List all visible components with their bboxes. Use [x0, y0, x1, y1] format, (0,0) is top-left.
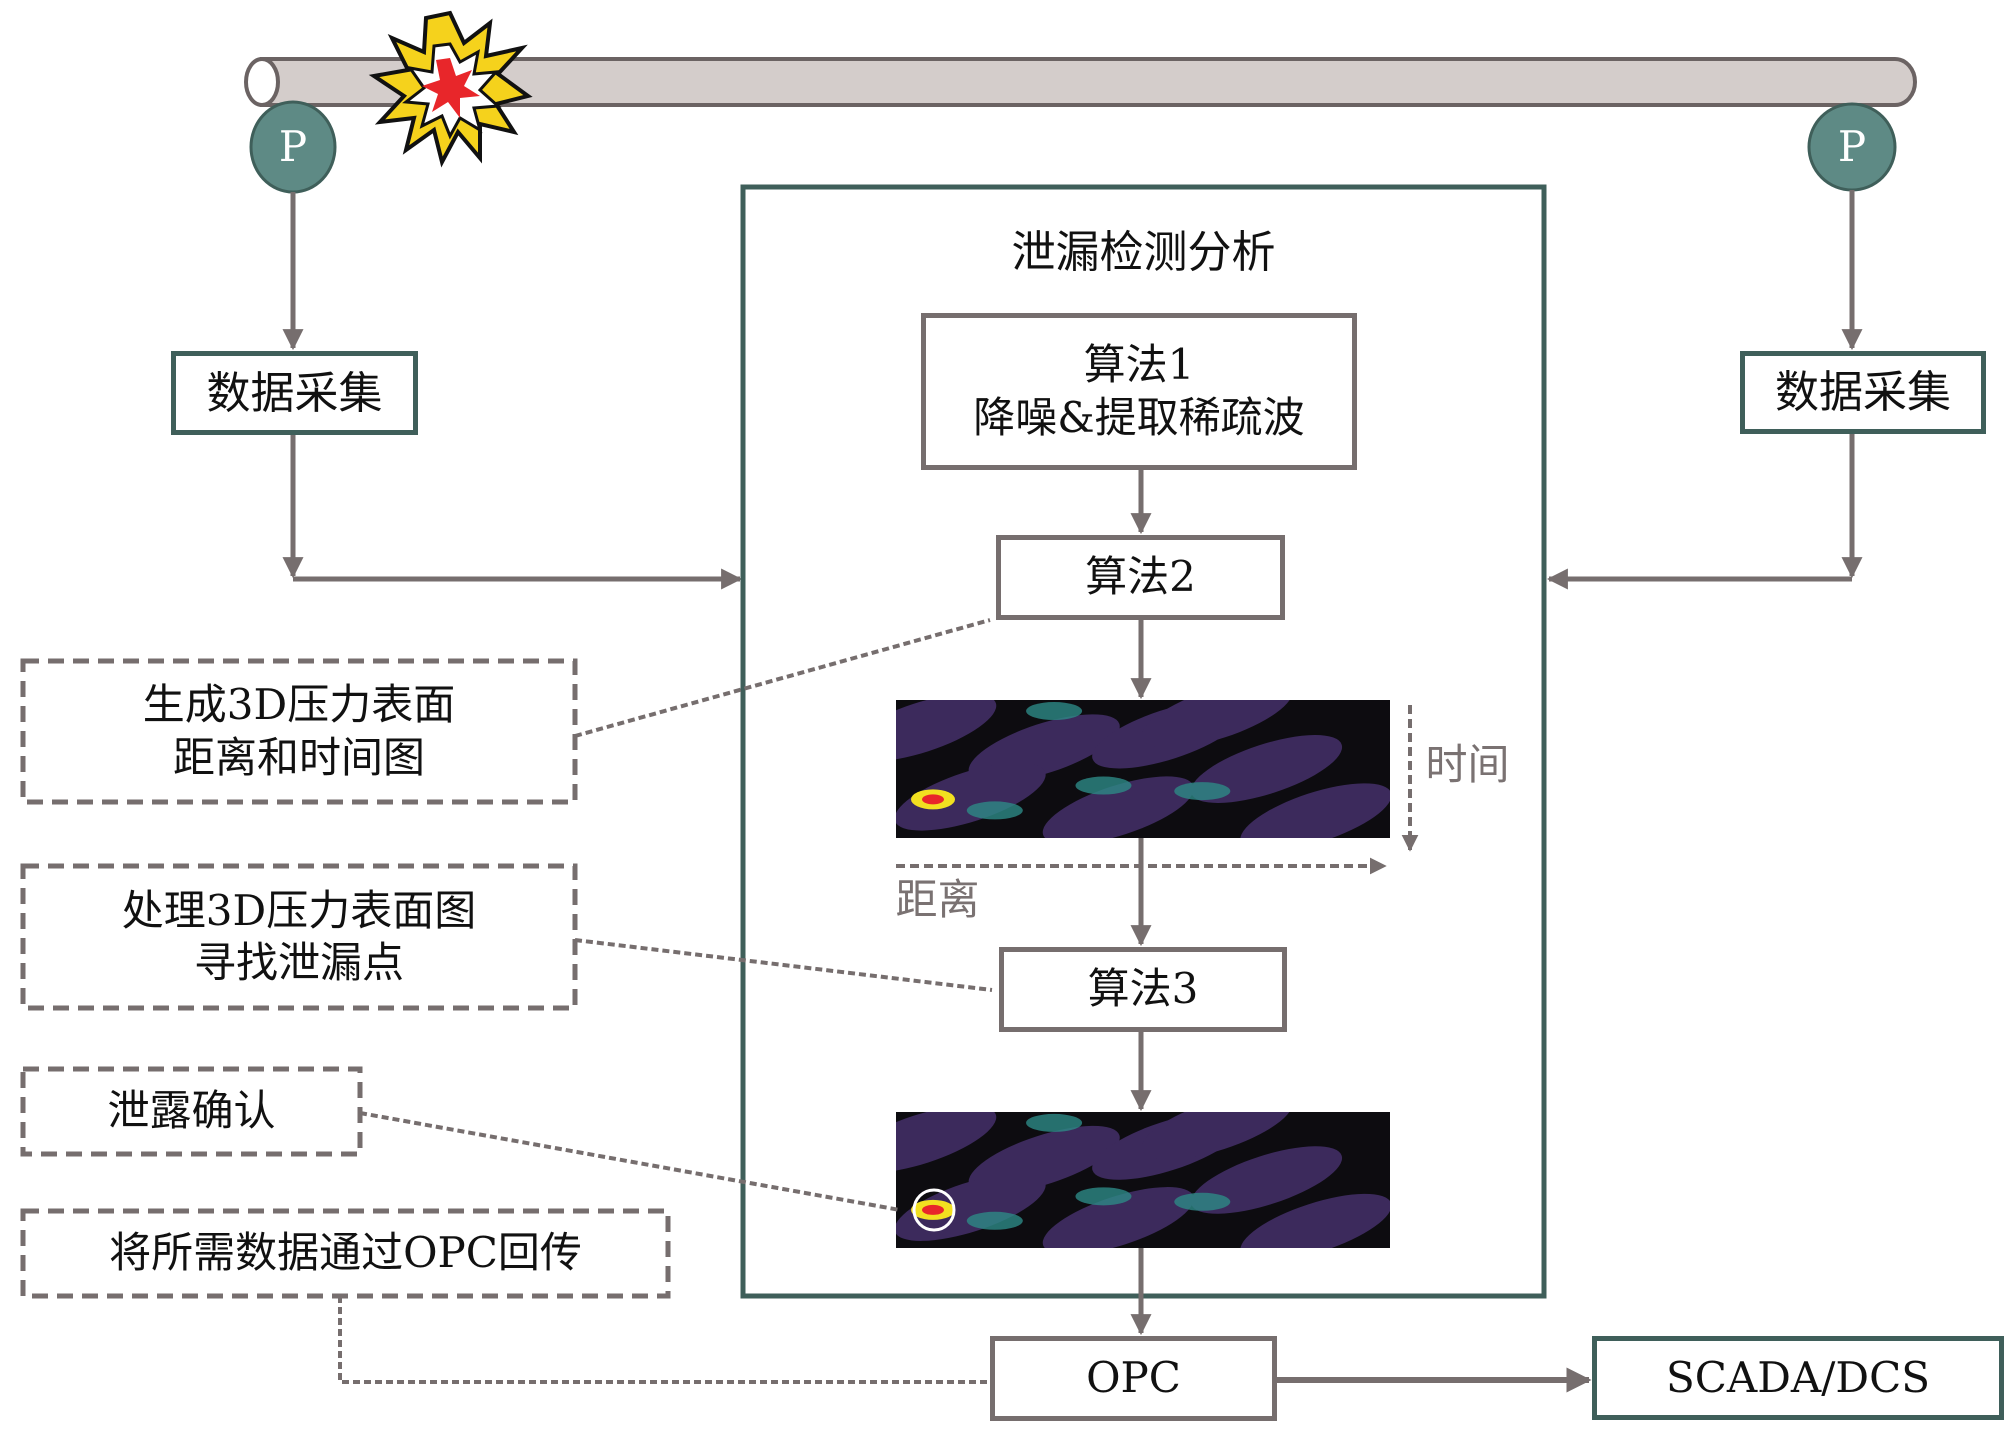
annotation-4-text: 将所需数据通过OPC回传: [109, 1228, 582, 1278]
annotation-2-line2: 寻找泄漏点: [193, 938, 404, 987]
annotation-2-text: 处理3D压力表面图 寻找泄漏点: [23, 866, 575, 1008]
heatmap-band: [896, 1112, 997, 1173]
annotation-1-text: 生成3D压力表面 距离和时间图: [23, 661, 575, 802]
connector-annotation-4: [338, 1296, 988, 1384]
annotation-1-line2: 距离和时间图: [172, 732, 425, 782]
heatmap-band: [1141, 1112, 1293, 1160]
connector-annotation-2: [574, 938, 993, 992]
heatmap-band: [896, 1173, 1046, 1241]
algorithm-1-desc: 降噪&提取稀疏波: [973, 392, 1305, 442]
data-collection-left: 数据采集: [171, 351, 418, 435]
pressure-heatmap-2: [896, 1112, 1390, 1248]
annotation-3-text: 泄露确认: [107, 1086, 276, 1136]
annotation-box-4: [20, 1208, 671, 1299]
heatmap-spot: [1026, 1113, 1083, 1132]
pressure-heatmap-1: [896, 700, 1390, 838]
algorithm-3-title: 算法3: [1087, 964, 1199, 1014]
connector-annotation-3: [359, 1111, 901, 1212]
algorithm-2-title: 算法2: [1085, 552, 1196, 602]
data-collection-left-label: 数据采集: [206, 367, 383, 419]
heatmap-spot: [1075, 776, 1132, 795]
leak-explosion-icon: [368, 10, 533, 168]
sensor-label-left: P: [278, 121, 308, 171]
heatmap-spot: [1026, 702, 1083, 721]
annotation-1-line1: 生成3D压力表面: [142, 680, 456, 729]
heatmap-band: [896, 700, 997, 762]
annotation-2-line1: 处理3D压力表面图: [121, 885, 477, 935]
opc-label: OPC: [1086, 1353, 1181, 1403]
algorithm-1-title: 算法1: [1083, 340, 1195, 389]
leak-hotspot-core: [922, 1204, 944, 1215]
algorithm-1-box: 算法1 降噪&提取稀疏波: [921, 313, 1357, 470]
heatmap-spot: [1174, 1192, 1231, 1211]
heatmap-spot: [966, 801, 1023, 820]
opc-box: OPC: [990, 1336, 1277, 1421]
leak-highlight-circle: [912, 1188, 956, 1232]
algorithm-3-box: 算法3: [999, 947, 1287, 1032]
heatmap-band: [1141, 700, 1293, 748]
scada-dcs-box: SCADA/DCS: [1592, 1336, 2004, 1420]
algorithm-2-box: 算法2: [996, 535, 1285, 620]
heatmap-band: [1240, 1193, 1390, 1248]
heatmap-spot: [1174, 782, 1231, 801]
data-collection-right: 数据采集: [1740, 351, 1986, 434]
heatmap-band: [896, 762, 1046, 831]
time-axis-label: 时间: [1425, 739, 1510, 789]
annotation-box-2: [20, 863, 578, 1011]
heatmap-band: [1190, 1146, 1343, 1214]
leak-hotspot-core: [922, 794, 944, 805]
distance-axis-label: 距离: [895, 874, 980, 924]
connector-annotation-1: [574, 618, 991, 738]
heatmap-spot: [966, 1211, 1023, 1230]
heatmap-band: [1042, 776, 1194, 838]
heatmap-spot: [1075, 1187, 1132, 1206]
analysis-title: 泄漏检测分析: [1011, 226, 1276, 278]
data-collection-right-label: 数据采集: [1775, 367, 1951, 418]
heatmap-band: [1190, 735, 1343, 803]
annotation-box-3: [20, 1066, 363, 1157]
scada-dcs-label: SCADA/DCS: [1666, 1352, 1930, 1402]
annotation-box-1: [20, 658, 578, 805]
pipeline: [244, 57, 1917, 107]
heatmap-band: [1042, 1187, 1194, 1248]
heatmap-band: [1240, 783, 1390, 838]
sensor-label-right: P: [1837, 121, 1867, 171]
